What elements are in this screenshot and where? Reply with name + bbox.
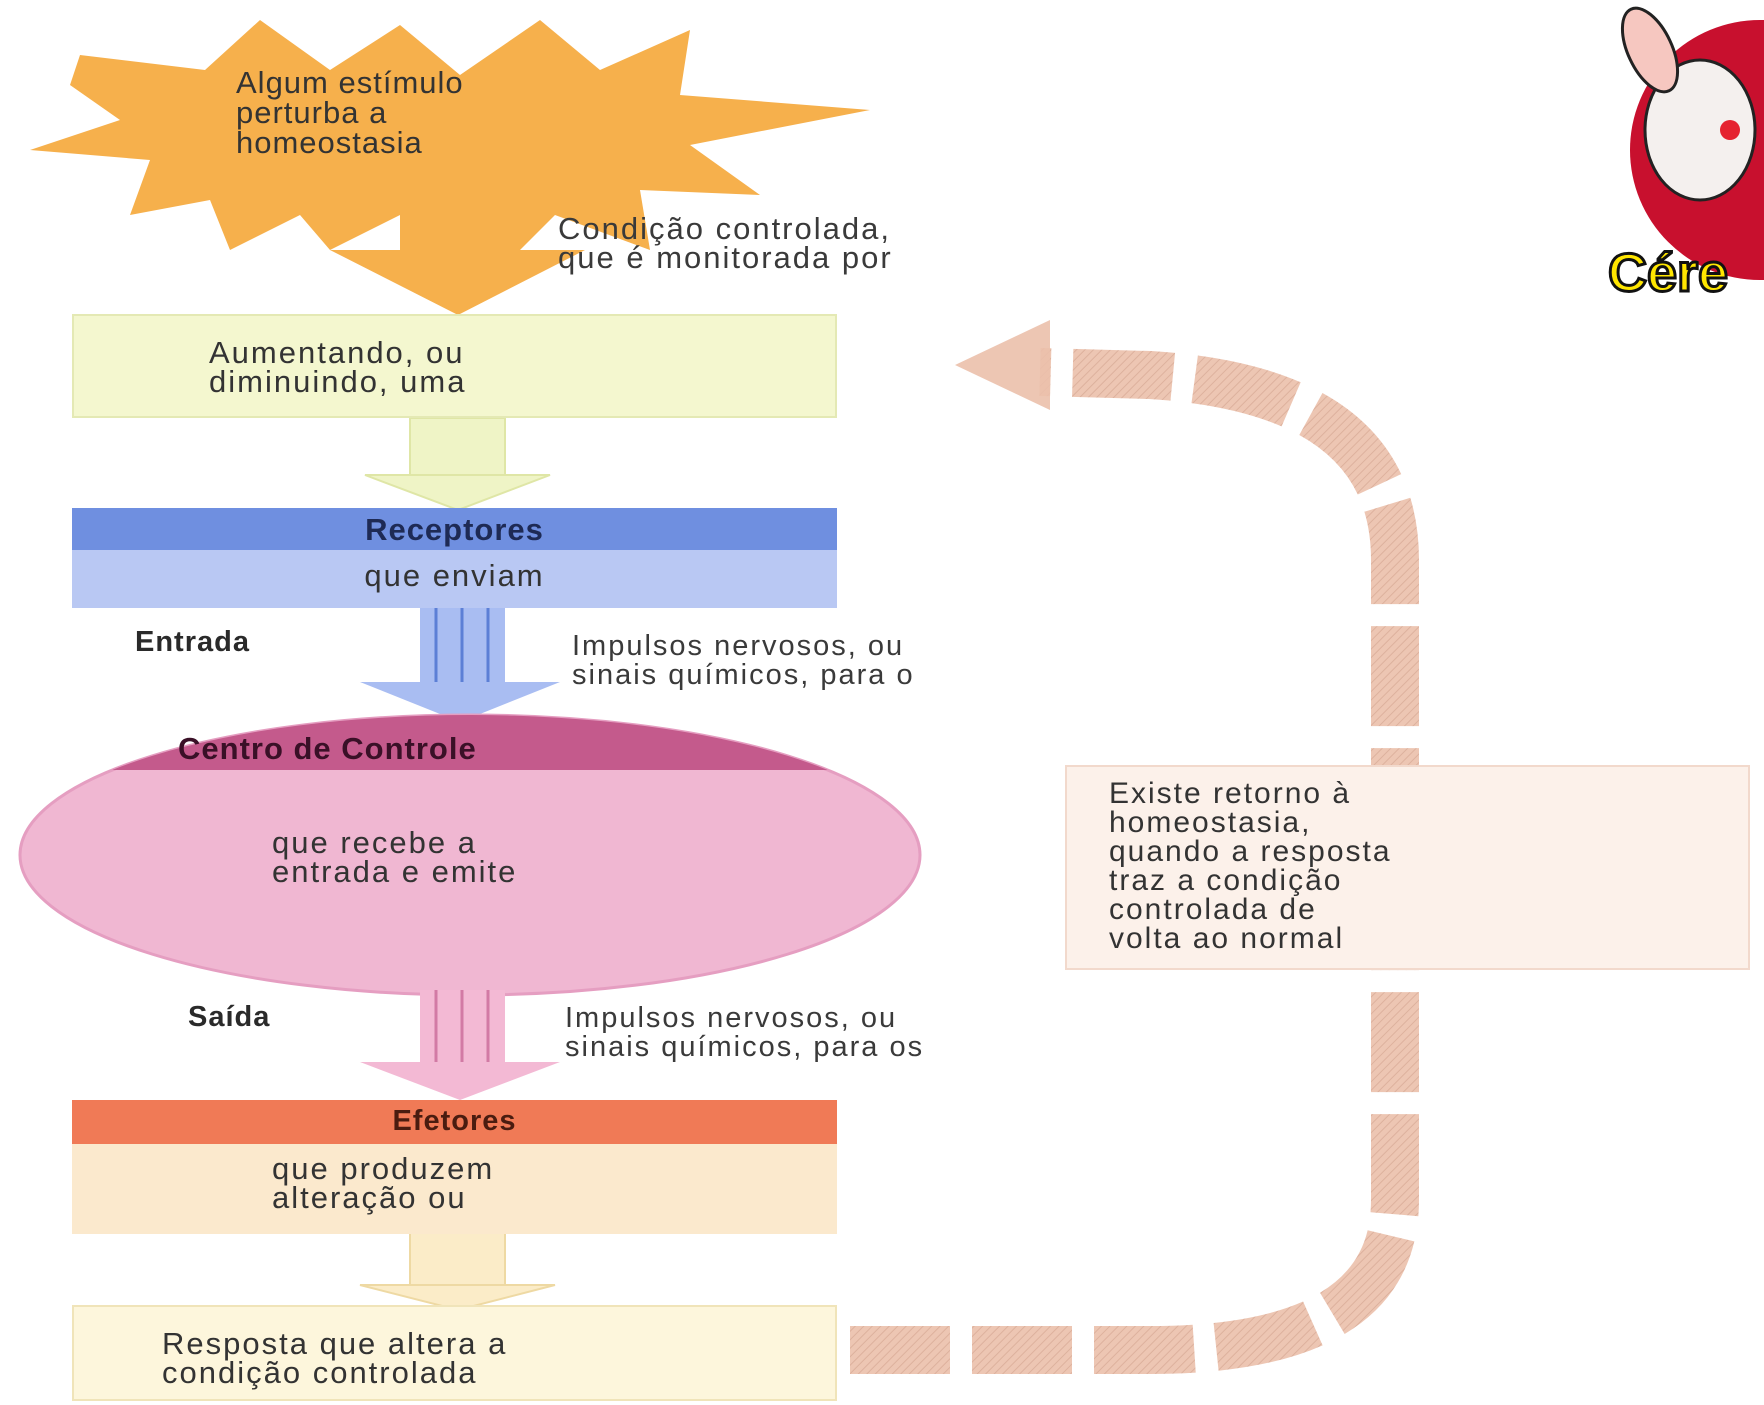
arrow-to-response <box>359 1231 556 1312</box>
note-line: Impulsos nervosos, ou <box>565 1002 898 1034</box>
return-line: traz a condição <box>1109 864 1343 897</box>
receptors-title: Receptores <box>365 512 544 547</box>
note-line: sinais químicos, para os <box>565 1031 925 1063</box>
control-center-text: que recebe a entrada e emite <box>272 825 518 889</box>
feedback-arrowhead <box>955 320 1050 410</box>
stimulus-starburst <box>30 20 870 315</box>
return-line: homeostasia, <box>1109 806 1312 839</box>
response-line: Resposta que altera a <box>162 1326 508 1361</box>
return-to-homeostasis-box: Existe retorno à homeostasia, quando a r… <box>1065 765 1750 970</box>
stimulus-line: Algum estímulo <box>236 65 464 100</box>
receptors-body: que enviam <box>72 550 837 608</box>
return-line: quando a resposta <box>1109 835 1392 868</box>
control-center-title: Centro de Controle <box>178 731 477 766</box>
note-line: Condição controlada, <box>558 211 891 246</box>
effector-line: que produzem <box>272 1151 495 1186</box>
effectors-body: que produzem alteração ou <box>72 1144 837 1234</box>
response-text: Resposta que altera a condição controlad… <box>162 1326 508 1390</box>
feedback-loop-arrow <box>850 320 1419 1374</box>
mascot-badge <box>1620 6 1764 280</box>
controlled-condition-text: Aumentando, ou diminuindo, uma <box>209 335 467 399</box>
control-line: que recebe a <box>272 825 477 860</box>
controlled-condition-box: Aumentando, ou diminuindo, uma <box>72 314 837 418</box>
control-line: entrada e emite <box>272 854 518 889</box>
input-arrow <box>360 605 560 722</box>
effector-line: alteração ou <box>272 1180 467 1215</box>
output-label: Saída <box>188 1001 271 1033</box>
badge-label: Cére <box>1606 242 1729 305</box>
note-line: Impulsos nervosos, ou <box>572 630 905 662</box>
stimulus-line: perturba a <box>236 95 388 130</box>
condition-line: Aumentando, ou <box>209 335 465 370</box>
note-line: que é monitorada por <box>558 240 893 275</box>
condition-line: diminuindo, uma <box>209 364 467 399</box>
return-line: volta ao normal <box>1109 922 1345 955</box>
effectors-title: Efetores <box>392 1105 517 1137</box>
effectors-header: Efetores <box>72 1100 837 1144</box>
return-text: Existe retorno à homeostasia, quando a r… <box>1109 777 1392 955</box>
response-box: Resposta que altera a condição controlad… <box>72 1305 837 1401</box>
stimulus-text: Algum estímulo perturba a homeostasia <box>236 65 464 160</box>
stimulus-line: homeostasia <box>236 125 423 160</box>
output-arrow <box>360 990 560 1100</box>
arrow-to-receptors <box>364 417 551 512</box>
input-label: Entrada <box>135 626 250 658</box>
return-line: controlada de <box>1109 893 1317 926</box>
note-line: sinais químicos, para o <box>572 659 915 691</box>
receptors-header: Receptores <box>72 508 837 550</box>
input-signals-note: Impulsos nervosos, ou sinais químicos, p… <box>572 632 915 690</box>
return-line: Existe retorno à <box>1109 777 1352 810</box>
monitored-note: Condição controlada, que é monitorada po… <box>558 211 893 275</box>
output-signals-note: Impulsos nervosos, ou sinais químicos, p… <box>565 1004 924 1062</box>
receptors-body-text: que enviam <box>364 558 545 593</box>
effectors-text: que produzem alteração ou <box>272 1151 495 1215</box>
response-line: condição controlada <box>162 1355 478 1390</box>
